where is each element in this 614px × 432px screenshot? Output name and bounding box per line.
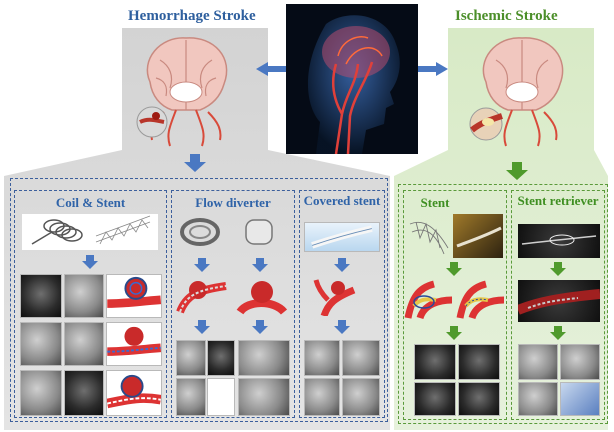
coil-angio-image <box>20 370 62 416</box>
covered-stent-angio-image <box>342 378 380 416</box>
arrow-down-icon <box>82 255 98 269</box>
stent-column <box>403 190 507 420</box>
coil-angio-image <box>64 370 104 416</box>
arrow-down-icon <box>334 320 350 334</box>
arrow-down-icon <box>334 258 350 272</box>
coil-angio-image <box>20 322 62 366</box>
flow-diverter-angio-image <box>238 378 290 416</box>
flow-diverter-blank-image <box>207 378 235 416</box>
flow-diverter-render <box>176 276 230 316</box>
stent-retriever-angio-image <box>560 344 600 380</box>
ischemic-brain-image <box>466 30 578 148</box>
coil-stent-device-image <box>22 214 158 250</box>
stent-retriever-device-image <box>518 224 600 258</box>
stent-retriever-angio-image <box>518 344 558 380</box>
flow-diverter-render <box>234 276 290 316</box>
arrow-down-icon <box>550 326 566 340</box>
coil-angio-image <box>64 322 104 366</box>
flow-diverter-device-image <box>176 214 290 250</box>
arrow-down-icon <box>446 262 462 276</box>
hemorrhage-treatments-box <box>10 178 388 422</box>
flow-diverter-angio-image <box>238 340 290 376</box>
stent-deployment-image <box>453 214 503 258</box>
arrow-down-icon <box>252 258 268 272</box>
covered-stent-render <box>304 276 380 316</box>
stent-retriever-thrombus-image <box>560 382 600 416</box>
coil-angio-image <box>20 274 62 318</box>
arrow-down-icon <box>550 262 566 276</box>
stent-angio-image <box>458 382 500 416</box>
coil-stent-render <box>106 322 162 366</box>
ischemic-stroke-title: Ischemic Stroke <box>455 8 558 24</box>
stent-retriever-title: Stent retriever <box>517 193 599 208</box>
covered-stent-angio-image <box>342 340 380 376</box>
coil-stent-column <box>14 190 167 418</box>
coil-aneurysm-render <box>106 274 162 318</box>
coil-angio-image <box>64 274 104 318</box>
stent-device-image <box>406 214 452 258</box>
ischemic-treatments-box <box>398 184 608 424</box>
stent-retriever-artery-render <box>518 280 600 322</box>
coil-stent-render <box>106 370 162 416</box>
stent-angio-image <box>414 382 456 416</box>
covered-stent-column <box>299 190 385 418</box>
coil-stent-title: Coil & Stent <box>55 195 126 210</box>
stent-angio-image <box>458 344 500 380</box>
flow-diverter-angio-image <box>176 340 206 376</box>
stent-retriever-angio-image <box>518 382 558 416</box>
arrow-down-icon <box>184 154 206 172</box>
covered-stent-angio-image <box>304 378 340 416</box>
stent-artery-render <box>404 278 506 322</box>
arrow-down-icon <box>194 258 210 272</box>
hemorrhage-stroke-title: Hemorrhage Stroke <box>128 8 256 24</box>
arrow-down-icon <box>506 162 528 180</box>
stent-title: Stent <box>420 195 450 210</box>
flow-diverter-angio-image <box>207 340 235 376</box>
arrow-left-icon <box>256 62 286 76</box>
human-head-vasculature-image <box>286 4 418 154</box>
flow-diverter-angio-image <box>176 378 206 416</box>
arrow-down-icon <box>194 320 210 334</box>
stent-angio-image <box>414 344 456 380</box>
stent-retriever-column <box>511 190 605 420</box>
flow-diverter-column <box>171 190 295 418</box>
covered-stent-title: Covered stent <box>303 193 381 208</box>
arrow-right-icon <box>418 62 448 76</box>
covered-stent-device-image <box>304 222 380 252</box>
arrow-down-icon <box>252 320 268 334</box>
hemorrhage-brain-image <box>130 30 242 148</box>
arrow-down-icon <box>446 326 462 340</box>
flow-diverter-title: Flow diverter <box>195 195 271 210</box>
covered-stent-angio-image <box>304 340 340 376</box>
